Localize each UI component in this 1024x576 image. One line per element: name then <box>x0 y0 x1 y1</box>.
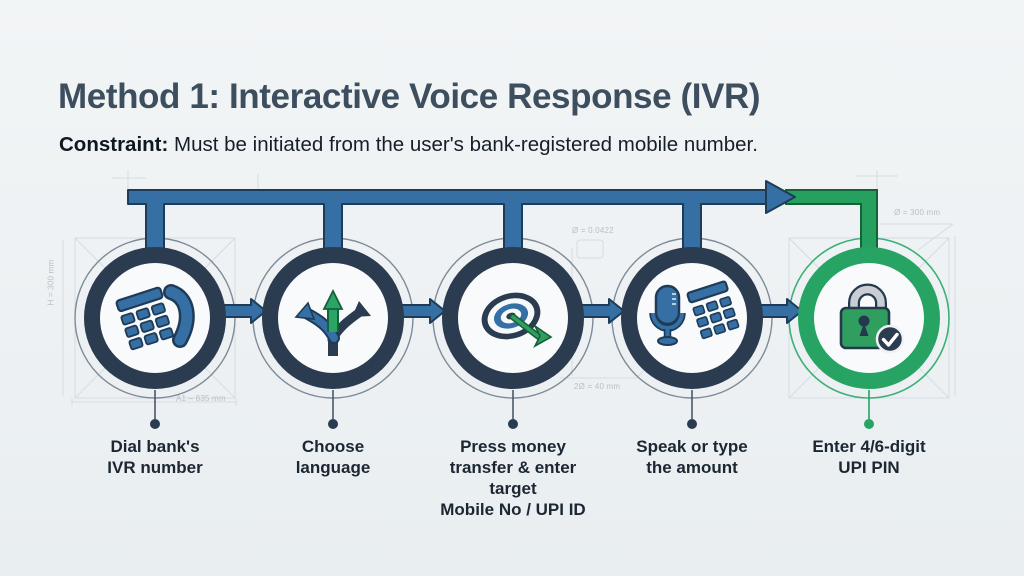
step-circle-4 <box>621 247 763 389</box>
step-arrows <box>221 298 803 324</box>
dim-label-a1: A1 – 835 mm <box>176 394 226 403</box>
leader-dot <box>864 419 874 429</box>
mic-keypad-icon <box>649 280 740 346</box>
dim-label-phi: Ø = 0.0422 <box>572 226 614 235</box>
connector-bus <box>127 189 771 251</box>
leader-dot <box>508 419 518 429</box>
leader-dot <box>687 419 697 429</box>
padlock-check-icon <box>839 283 905 354</box>
leader-dot <box>150 419 160 429</box>
leader-dot <box>328 419 338 429</box>
target-dart-icon <box>481 292 553 348</box>
phone-keypad-icon <box>115 284 195 351</box>
bus-arrowhead-icon <box>765 180 796 214</box>
arrow-right-icon <box>757 298 803 324</box>
branch-arrows-icon <box>294 288 371 356</box>
dim-label-2phi: 2Ø = 40 mm <box>574 382 621 391</box>
constraint-text: Must be initiated from the user's bank-r… <box>168 132 758 156</box>
dim-label-left: H = 300 mm <box>46 259 56 306</box>
constraint-note: Constraint: Must be initiated from the u… <box>59 133 989 157</box>
arrow-right-icon <box>221 298 267 324</box>
arrow-right-icon <box>400 298 446 324</box>
arrow-right-icon <box>579 298 625 324</box>
page-title: Method 1: Interactive Voice Response (IV… <box>58 77 761 117</box>
connector-green <box>785 189 878 253</box>
step-circle-1 <box>84 247 226 389</box>
leader-pins <box>150 390 874 429</box>
dim-label-d300: Ø = 300 mm <box>894 208 941 217</box>
constraint-label: Constraint: <box>59 132 169 156</box>
